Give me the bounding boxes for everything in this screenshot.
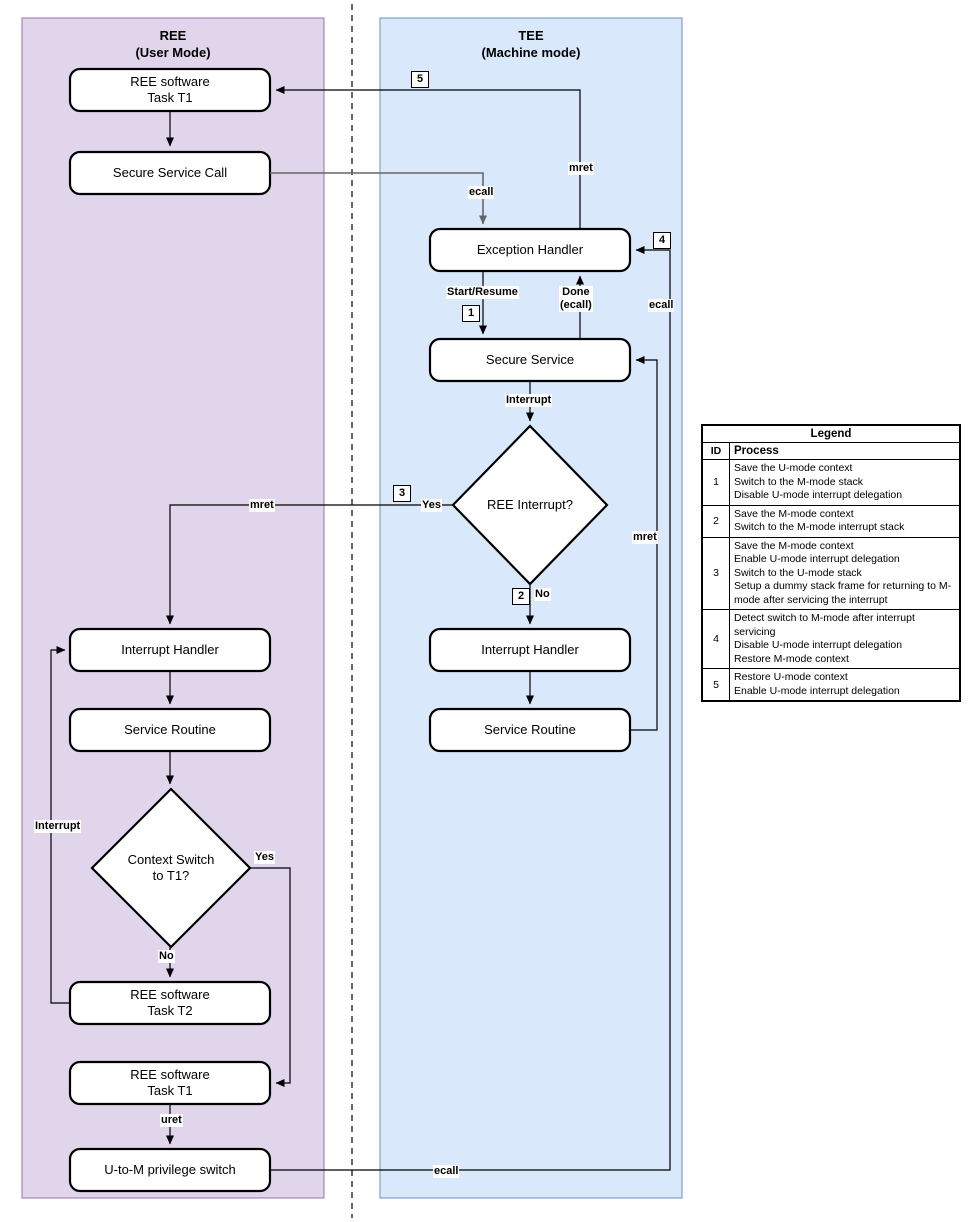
- legend-col-process: Process: [729, 442, 960, 460]
- edge-label-yes-ree-interrupt: Yes: [421, 499, 442, 512]
- node-u-to-m-privilege-switch[interactable]: [68, 1147, 272, 1193]
- legend-row: 2 Save the M-mode context Switch to the …: [702, 504, 960, 538]
- edge-label-ecall-bottom: ecall: [433, 1165, 460, 1178]
- legend-row-process: Save the U-mode context Switch to the M-…: [729, 459, 960, 506]
- edge-label-no-context-switch: No: [158, 950, 175, 963]
- legend-title: Legend: [702, 425, 960, 443]
- step-badge-5: 5: [411, 71, 430, 88]
- legend-body: Legend ID Process 1 Save the U-mode cont…: [702, 425, 960, 701]
- legend-step: Save the M-mode context: [734, 507, 854, 520]
- legend-row: 1 Save the U-mode context Switch to the …: [702, 459, 960, 506]
- node-tee-interrupt-handler[interactable]: [428, 627, 632, 673]
- legend-step: Enable U-mode interrupt delegation: [734, 553, 900, 565]
- legend-step: Save the M-mode context: [734, 539, 854, 552]
- tee-lane-title-sub: (Machine mode): [481, 45, 581, 60]
- legend-step: Restore M-mode context: [734, 652, 849, 665]
- legend-row-id: 3: [702, 536, 730, 610]
- node-ree-task-t1-top[interactable]: [68, 67, 272, 113]
- edge-label-mret-left: mret: [249, 499, 275, 512]
- legend-step: Disable U-mode interrupt delegation: [734, 489, 903, 501]
- legend-row: 3 Save the M-mode context Enable U-mode …: [702, 536, 960, 610]
- legend-step: Enable U-mode interrupt delegation: [734, 684, 900, 697]
- legend-table: Legend ID Process 1 Save the U-mode cont…: [701, 424, 961, 702]
- legend-row-id: 5: [702, 668, 730, 701]
- step-badge-3: 3: [393, 485, 412, 502]
- node-tee-service-routine[interactable]: [428, 707, 632, 753]
- edge-label-ecall-top: ecall: [468, 186, 495, 199]
- node-ree-task-t2[interactable]: [68, 980, 272, 1026]
- legend-row: 4 Detect switch to M-mode after interrup…: [702, 609, 960, 669]
- legend-step: Restore U-mode context: [734, 671, 848, 683]
- legend-row-process: Restore U-mode context Enable U-mode int…: [729, 668, 960, 701]
- legend-col-id: ID: [702, 442, 730, 460]
- edge-label-start-resume: Start/Resume: [446, 286, 519, 299]
- step-badge-2: 2: [512, 588, 531, 605]
- legend-step: Save the U-mode context: [734, 462, 853, 474]
- node-exception-handler[interactable]: [428, 227, 632, 273]
- legend-row-process: Save the M-mode context Switch to the M-…: [729, 504, 960, 538]
- tee-lane-title: TEE (Machine mode): [380, 27, 682, 61]
- edge-label-done-line2: (ecall): [560, 299, 592, 311]
- edge-label-no-ree-interrupt: No: [534, 588, 551, 601]
- legend-step: Detect switch to M-mode after interrupt …: [734, 612, 915, 638]
- ree-lane-title-main: REE: [159, 28, 187, 43]
- node-secure-service-call[interactable]: [68, 150, 272, 196]
- node-ree-task-t1-bottom[interactable]: [68, 1060, 272, 1106]
- legend-row: 5 Restore U-mode context Enable U-mode i…: [702, 668, 960, 701]
- edge-label-done: Done (ecall): [559, 286, 593, 312]
- edge-label-ecall-right: ecall: [648, 299, 675, 312]
- tee-lane-title-main: TEE: [518, 28, 544, 43]
- legend-row-process: Save the M-mode context Enable U-mode in…: [729, 536, 960, 610]
- edge-secure-service-call-to-exception-handler: [270, 172, 487, 225]
- legend-row-process: Detect switch to M-mode after interrupt …: [729, 609, 960, 669]
- node-secure-service[interactable]: [428, 337, 632, 383]
- edge-ree-interrupt-yes-to-ree-interrupt-handler: [166, 504, 453, 625]
- ree-lane-title-sub: (User Mode): [135, 45, 211, 60]
- step-badge-1: 1: [462, 305, 481, 322]
- step-badge-4: 4: [653, 232, 672, 249]
- node-ree-interrupt-handler[interactable]: [68, 627, 272, 673]
- edge-label-done-line1: Done: [562, 286, 590, 298]
- edge-label-uret: uret: [160, 1114, 183, 1127]
- legend-step: Switch to the U-mode stack: [734, 566, 862, 579]
- legend-row-id: 1: [702, 459, 730, 506]
- node-context-switch-decision[interactable]: [90, 787, 252, 949]
- edge-mret-to-ree-task-t1: [275, 86, 581, 229]
- edge-u-to-m-switch-to-exception-handler: [270, 246, 671, 1171]
- legend-step: Switch to the M-mode interrupt stack: [734, 521, 905, 533]
- edge-label-interrupt-tee: Interrupt: [505, 394, 553, 407]
- legend-header-row: ID Process: [702, 442, 960, 460]
- edge-context-switch-yes-to-ree-task-t1-bottom: [250, 867, 291, 1087]
- node-ree-service-routine[interactable]: [68, 707, 272, 753]
- legend-step: Disable U-mode interrupt delegation: [734, 639, 903, 651]
- legend-row-id: 2: [702, 504, 730, 538]
- edge-label-mret-top: mret: [568, 162, 594, 175]
- edge-label-mret-right: mret: [632, 531, 658, 544]
- legend-row-id: 4: [702, 609, 730, 669]
- legend-step: Switch to the M-mode stack: [734, 475, 863, 488]
- ree-lane-title: REE (User Mode): [22, 27, 324, 61]
- edge-tee-service-routine-to-secure-service: [630, 356, 658, 731]
- legend-step: Setup a dummy stack frame for returning …: [734, 580, 952, 606]
- edge-label-interrupt-ree: Interrupt: [34, 820, 82, 833]
- legend-title-row: Legend: [702, 425, 960, 443]
- edge-label-yes-context-switch: Yes: [254, 851, 275, 864]
- tee-lane: [379, 17, 683, 1199]
